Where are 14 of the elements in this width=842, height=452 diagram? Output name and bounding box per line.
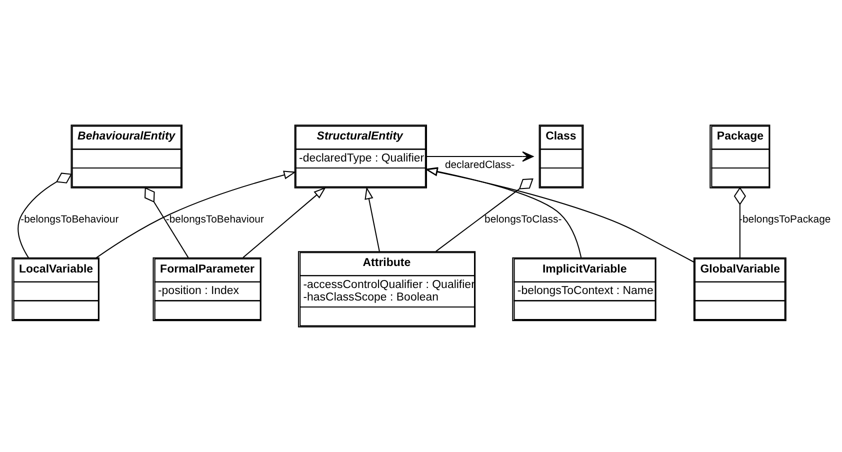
edge-label: declaredClass- [444,160,515,172]
connector [18,172,72,258]
connector [436,178,534,252]
arrow [425,168,694,262]
arrow [426,151,534,162]
edge-label: belongsToClass- [484,214,562,226]
arrow [96,170,296,258]
connector [734,187,746,258]
arrow [242,186,326,258]
edge-label: -belongsToBehaviour [20,214,119,226]
edge-label: -belongsToBehaviour [166,214,264,226]
arrow [364,186,380,252]
arrow [424,167,582,258]
connector [144,187,189,258]
